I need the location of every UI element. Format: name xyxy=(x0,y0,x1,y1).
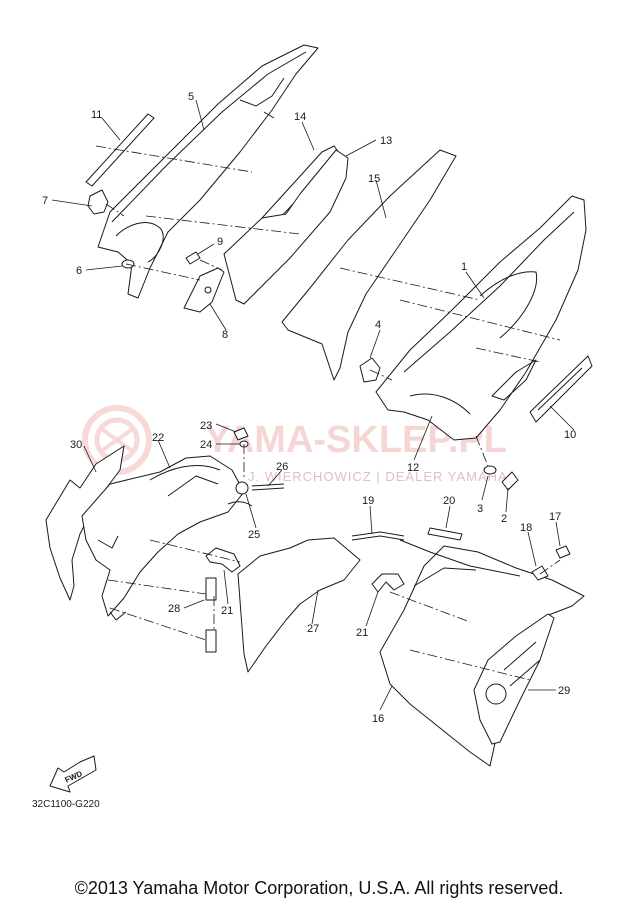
callout-15: 15 xyxy=(368,173,380,185)
part-21-seal-left xyxy=(205,547,241,573)
part-26-strip xyxy=(251,483,285,491)
callout-5: 5 xyxy=(188,91,194,103)
callout-11: 11 xyxy=(91,109,102,121)
part-9-bolt xyxy=(185,251,201,265)
part-10-decal xyxy=(529,355,593,423)
callout-21-left: 21 xyxy=(221,605,233,617)
callout-23: 23 xyxy=(200,420,212,432)
part-20-strip xyxy=(427,527,463,541)
callout-18: 18 xyxy=(520,522,532,534)
part-17-screw xyxy=(555,545,571,559)
callout-22: 22 xyxy=(152,432,164,444)
callout-17: 17 xyxy=(549,511,561,523)
part-22-shroud xyxy=(81,455,245,617)
callout-9: 9 xyxy=(217,236,223,248)
callout-27: 27 xyxy=(307,623,319,635)
callout-21-right: 21 xyxy=(356,627,368,639)
fwd-arrow-icon: FWD xyxy=(49,755,97,793)
callout-4: 4 xyxy=(375,319,381,331)
callout-26: 26 xyxy=(276,461,288,473)
part-7-clip xyxy=(87,189,109,215)
part-27-panel xyxy=(237,537,361,673)
part-15-panel xyxy=(281,149,457,381)
part-2-bolt xyxy=(501,471,519,491)
callout-14: 14 xyxy=(294,111,306,123)
diagram-part-code: 32C1100-G220 xyxy=(32,799,100,810)
callout-16: 16 xyxy=(372,713,384,725)
part-16-shroud xyxy=(379,545,585,767)
part-28-pad-top xyxy=(205,577,217,601)
callout-2: 2 xyxy=(501,513,507,525)
callout-12: 12 xyxy=(407,462,419,474)
callout-20: 20 xyxy=(443,495,455,507)
part-13-plate xyxy=(223,149,349,305)
part-6-grommet xyxy=(121,259,135,269)
part-23-screw xyxy=(233,427,249,441)
part-8-bracket xyxy=(183,267,225,313)
callout-7: 7 xyxy=(42,195,48,207)
part-21-seal-right xyxy=(371,573,405,593)
watermark-subtext: J. WIERCHOWICZ | DEALER YAMAHA xyxy=(248,469,508,484)
callout-8: 8 xyxy=(222,329,228,341)
callout-10: 10 xyxy=(564,429,576,441)
alignment-lines xyxy=(95,145,561,681)
callout-19: 19 xyxy=(362,495,374,507)
callout-3: 3 xyxy=(477,503,483,515)
callout-1: 1 xyxy=(461,261,467,273)
part-19-strip xyxy=(351,531,405,541)
callout-28: 28 xyxy=(168,603,180,615)
part-25-clip xyxy=(235,481,249,495)
callout-24: 24 xyxy=(200,439,212,451)
callout-30: 30 xyxy=(70,439,82,451)
part-5-bracket xyxy=(97,44,319,299)
leader-lines xyxy=(51,99,575,711)
callout-25: 25 xyxy=(248,529,260,541)
callout-13: 13 xyxy=(380,135,392,147)
part-3-washer xyxy=(483,465,497,475)
callout-6: 6 xyxy=(76,265,82,277)
part-28-pad-bottom xyxy=(205,629,217,653)
callout-29: 29 xyxy=(558,685,570,697)
copyright-notice: ©2013 Yamaha Motor Corporation, U.S.A. A… xyxy=(74,878,564,898)
part-18-grommet xyxy=(531,565,549,581)
part-1-side-cover xyxy=(375,195,587,441)
callouts: 11 5 14 13 15 7 6 9 8 1 4 10 12 3 2 30 2… xyxy=(42,91,576,725)
